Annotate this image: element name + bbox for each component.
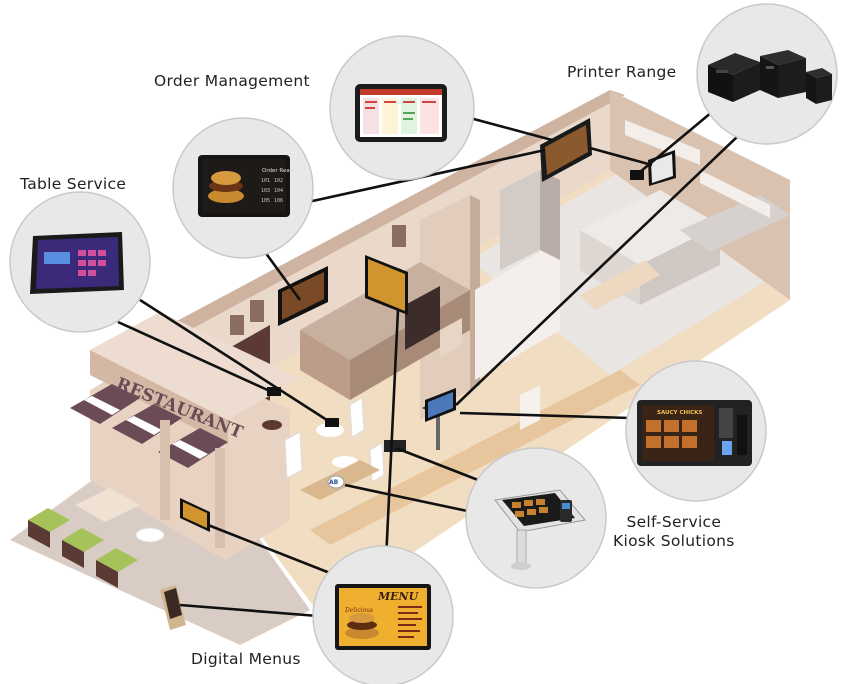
- burger-icon: [208, 189, 244, 203]
- svg-text:102: 102: [274, 178, 283, 184]
- connector-order-management: [469, 116, 553, 142]
- connector-digital-menu-2: [179, 603, 319, 618]
- menu-board-title: MENU: [377, 590, 420, 603]
- label-self-service-line2: Kiosk Solutions: [613, 532, 735, 551]
- outdoor-seating: [28, 488, 165, 588]
- svg-text:103: 103: [261, 188, 270, 194]
- connector-kiosk-1: [459, 411, 631, 420]
- front-low-wall: [310, 370, 640, 545]
- back-wall: [160, 90, 610, 420]
- order-ready-title: Order Ready: [262, 168, 297, 174]
- wall-top-edge: [160, 90, 625, 338]
- connector-digital-menu-1: [207, 523, 336, 577]
- restaurant-building: RESTAURANT: [10, 90, 790, 645]
- self-service-kiosk-circle: SAUCY CHICKS: [625, 360, 767, 502]
- coffee-machine: [405, 286, 440, 350]
- connector-lines: [117, 111, 761, 618]
- scene-table-tablet-1: [267, 387, 281, 396]
- label-printer-range: Printer Range: [567, 63, 677, 81]
- kitchen-display-circle: Order Ready 101 102 103 104 105 106: [172, 117, 314, 259]
- printer-icon: [708, 53, 760, 102]
- connector-table-service-2: [139, 298, 331, 424]
- connector-table-service-1: [117, 320, 273, 394]
- printer-icon-2: [760, 50, 806, 98]
- kitchen-counter: [580, 190, 720, 265]
- connector-kiosk-2: [395, 446, 479, 482]
- svg-text:101: 101: [261, 178, 270, 184]
- bar-counter-top: [300, 262, 470, 360]
- connector-order-printer: [589, 146, 653, 167]
- a-frame-sign: [160, 585, 186, 630]
- kitchen-wall: [475, 240, 560, 380]
- facade-top: [90, 312, 300, 420]
- menu-burger-icon: [345, 627, 379, 639]
- label-self-service-line1: Self-Service: [626, 513, 722, 531]
- connector-menu-screen: [384, 309, 400, 561]
- label-table-service: Table Service: [20, 175, 127, 193]
- printer-range-circle: [696, 3, 838, 145]
- kiosk-header-text: SAUCY CHICKS: [657, 410, 702, 416]
- printer-icon-3: [806, 68, 832, 104]
- scene-screens: [180, 118, 676, 532]
- table-service-circle: [9, 191, 151, 333]
- order-management-circle: [329, 35, 475, 181]
- connector-printer-range-1: [639, 111, 713, 173]
- wall-frame: [230, 315, 244, 335]
- label-digital-menus: Digital Menus: [191, 650, 301, 668]
- awnings: [70, 384, 228, 468]
- menu-board-subtitle: Delicious: [344, 607, 373, 614]
- svg-text:105: 105: [261, 198, 270, 204]
- scene-printer: [630, 170, 644, 180]
- kiosk-brand-tag: AB: [329, 479, 339, 486]
- kitchen-rack: [500, 170, 540, 270]
- connector-wall-screen: [263, 251, 302, 301]
- pos-terminal-circle: [465, 447, 607, 589]
- scene-table-tablet-2: [325, 418, 339, 427]
- connector-printer-range-2: [455, 114, 761, 406]
- svg-text:106: 106: [274, 198, 283, 204]
- card-reader-icon: [719, 408, 733, 438]
- connector-kiosk-3: [344, 483, 473, 514]
- label-order-management: Order Management: [154, 72, 310, 90]
- svg-text:104: 104: [274, 188, 283, 194]
- digital-menus-circle: MENU Delicious: [312, 545, 454, 684]
- label-self-service-kiosk: Self-Service Kiosk Solutions: [613, 513, 735, 552]
